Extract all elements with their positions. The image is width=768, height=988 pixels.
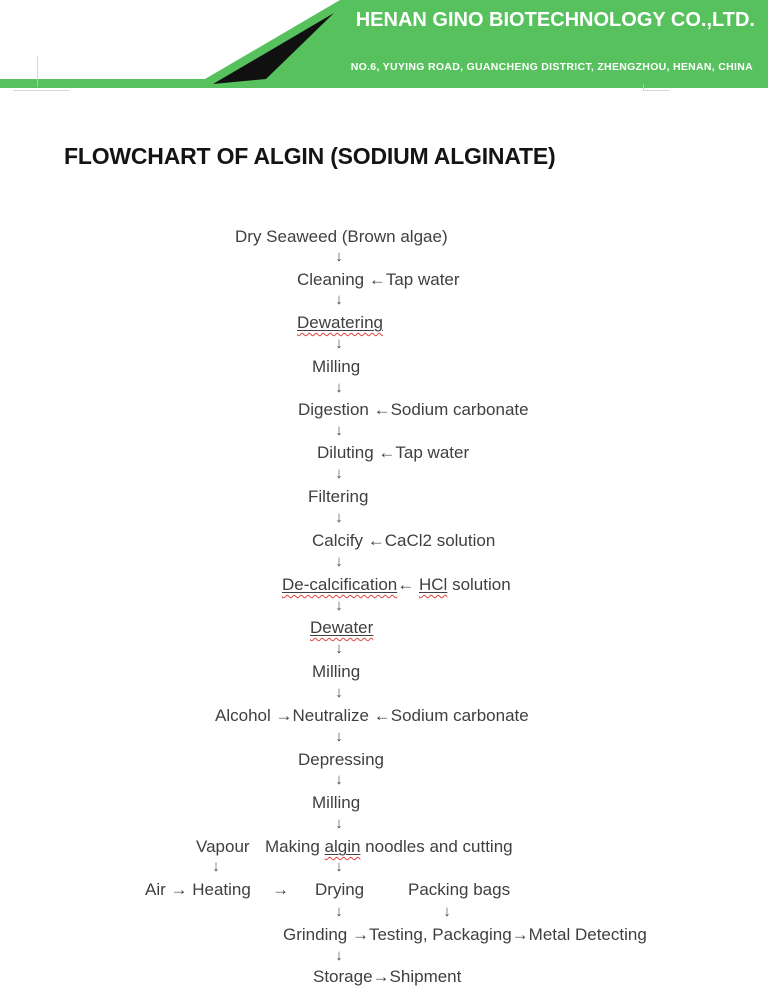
misspelled-word: algin — [324, 837, 361, 856]
down-arrow-icon: ↓ — [335, 553, 343, 570]
step-decalcification: De-calcification← HCl solution — [282, 575, 511, 594]
step-depressing: Depressing — [298, 750, 384, 769]
down-arrow-icon: ↓ — [212, 858, 220, 875]
letterhead: HENAN GINO BIOTECHNOLOGY CO.,LTD. NO.6, … — [0, 0, 768, 100]
step-dry-seaweed: Dry Seaweed (Brown algae) — [235, 227, 448, 246]
table-handle-right-tick — [643, 84, 644, 91]
step-drying: Drying — [315, 880, 365, 899]
step-cleaning: Cleaning ←Tap water — [297, 270, 460, 289]
down-arrow-icon: ↓ — [335, 858, 343, 875]
step-milling-3: Milling — [312, 793, 361, 812]
banner-green-shape — [0, 0, 768, 88]
step-vapour: Vapour — [196, 837, 250, 856]
down-arrow-icon: ↓ — [335, 597, 343, 614]
down-arrow-icon: ↓ — [335, 728, 343, 745]
step-diluting: Diluting ←Tap water — [317, 443, 470, 462]
down-arrow-icon: ↓ — [335, 422, 343, 439]
right-arrow-connector: → — [272, 880, 289, 899]
step-grinding-testing: Grinding →Testing, Packaging→Metal Detec… — [283, 925, 647, 944]
misspelled-word: Dewatering — [297, 313, 383, 332]
step-milling-2: Milling — [312, 662, 361, 681]
down-arrow-icon: ↓ — [335, 248, 343, 265]
down-arrow-icon: ↓ — [443, 903, 451, 920]
down-arrow-icon: ↓ — [335, 684, 343, 701]
company-name: HENAN GINO BIOTECHNOLOGY CO.,LTD. — [355, 9, 755, 31]
step-dewatering: Dewatering — [297, 312, 383, 334]
banner-black-swoosh — [213, 13, 334, 84]
banner-swoosh — [0, 0, 768, 88]
page-title: FLOWCHART OF ALGIN (SODIUM ALGINATE) — [64, 143, 556, 169]
step-calcify: Calcify ←CaCl2 solution — [312, 531, 496, 550]
table-gridline-mark — [37, 56, 38, 87]
down-arrow-icon: ↓ — [335, 640, 343, 657]
down-arrow-icon: ↓ — [335, 771, 343, 788]
table-handle-right — [643, 90, 669, 91]
step-making-noodles: Making algin noodles and cutting — [265, 837, 513, 856]
down-arrow-icon: ↓ — [335, 903, 343, 920]
step-packing-bags: Packing bags — [408, 880, 511, 899]
misspelled-word: HCl — [419, 575, 448, 594]
company-address: NO.6, YUYING ROAD, GUANCHENG DISTRICT, Z… — [350, 61, 753, 73]
down-arrow-icon: ↓ — [335, 465, 343, 482]
step-milling-1: Milling — [312, 357, 361, 376]
misspelled-word: Dewater — [310, 618, 374, 637]
down-arrow-icon: ↓ — [335, 509, 343, 526]
step-air-heating: Air → Heating — [145, 880, 251, 899]
table-handle-left — [13, 90, 69, 91]
down-arrow-icon: ↓ — [335, 947, 343, 964]
step-filtering: Filtering — [308, 487, 369, 506]
step-digestion: Digestion ←Sodium carbonate — [298, 400, 529, 419]
down-arrow-icon: ↓ — [335, 379, 343, 396]
misspelled-word: De-calcification — [282, 575, 398, 594]
down-arrow-icon: ↓ — [335, 291, 343, 308]
step-storage-shipment: Storage→Shipment — [313, 967, 462, 986]
down-arrow-icon: ↓ — [335, 815, 343, 832]
down-arrow-icon: ↓ — [335, 335, 343, 352]
step-dewater: Dewater — [310, 617, 373, 639]
step-alcohol-neutralize: Alcohol →Neutralize ←Sodium carbonate — [215, 706, 529, 725]
